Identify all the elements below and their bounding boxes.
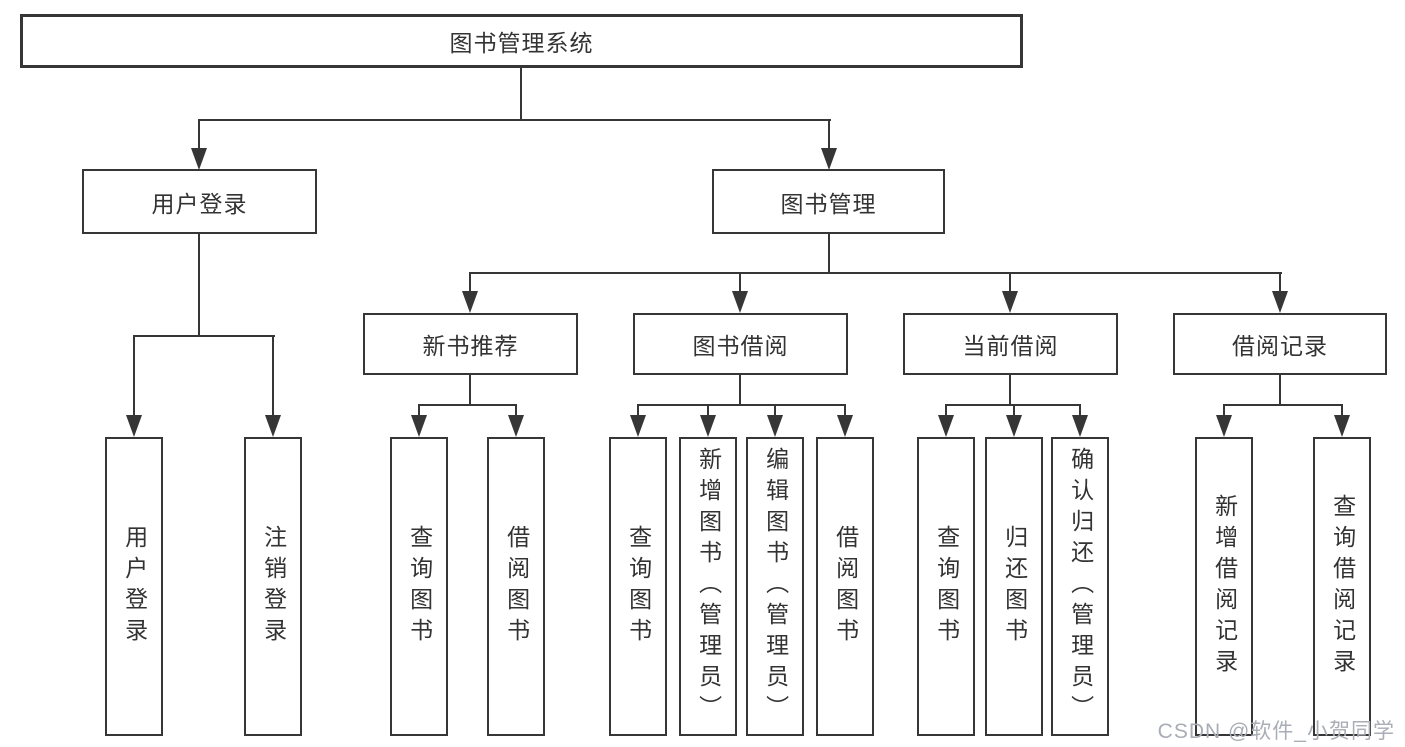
connector-drop <box>739 274 741 294</box>
node-label: 图书借阅 <box>692 333 789 359</box>
connector-drop <box>828 121 830 151</box>
leaf-add-books-admin: 新增图书（管理员） <box>679 437 737 736</box>
arrow-down-icon <box>938 415 954 437</box>
arrow-down-icon <box>1334 415 1350 437</box>
node-label: 归还图书 <box>1001 524 1028 649</box>
leaf-confirm-return-admin: 确认归还（管理员） <box>1051 437 1109 736</box>
node-label: 用户登录 <box>151 190 248 217</box>
connector-rail-user-login <box>133 335 275 337</box>
connector-stem-book-management <box>828 234 830 274</box>
arrow-down-icon <box>1272 291 1288 313</box>
connector-drop <box>945 406 947 418</box>
leaf-user-login: 用户登录 <box>105 437 163 736</box>
arrow-down-icon <box>191 148 207 170</box>
connector-rail-root <box>198 119 831 121</box>
connector-stem <box>1009 375 1011 406</box>
node-label: 查询图书 <box>933 524 960 649</box>
leaf-query-books-3: 查询图书 <box>917 437 975 736</box>
connector-drop <box>418 406 420 418</box>
arrow-down-icon <box>1006 415 1022 437</box>
node-label: 编辑图书（管理员） <box>762 447 789 726</box>
node-label: 查询图书 <box>406 524 433 649</box>
leaf-borrow-books-1: 借阅图书 <box>487 437 545 736</box>
arrow-down-icon <box>411 415 427 437</box>
node-library-management-system: 图书管理系统 <box>20 14 1023 68</box>
connector-stem <box>469 375 471 406</box>
arrow-down-icon <box>700 415 716 437</box>
node-label: 借阅记录 <box>1232 333 1328 359</box>
arrow-down-icon <box>126 415 142 437</box>
connector-stem-root <box>520 68 522 121</box>
node-label: 用户登录 <box>121 524 148 649</box>
connector-stem <box>1279 375 1281 406</box>
connector-rail <box>945 404 1081 406</box>
arrow-down-icon <box>767 415 783 437</box>
node-label: 查询图书 <box>625 524 652 649</box>
arrow-down-icon <box>508 415 524 437</box>
arrow-down-icon <box>462 291 478 313</box>
connector-rail-book-management <box>469 272 1282 274</box>
node-label: 图书管理系统 <box>449 30 594 56</box>
connector-drop <box>844 406 846 418</box>
node-label: 借阅图书 <box>832 524 859 649</box>
connector-drop <box>774 406 776 418</box>
leaf-query-books-1: 查询图书 <box>390 437 448 736</box>
node-label: 新增图书（管理员） <box>695 447 722 726</box>
arrow-down-icon <box>1072 415 1088 437</box>
node-book-borrowing: 图书借阅 <box>633 313 848 375</box>
connector-drop <box>1013 406 1015 418</box>
connector-drop <box>707 406 709 418</box>
arrow-down-icon <box>265 415 281 437</box>
connector-rail <box>418 404 517 406</box>
node-book-management: 图书管理 <box>712 169 945 234</box>
connector-drop <box>469 274 471 294</box>
node-user-login: 用户登录 <box>82 169 317 234</box>
node-label: 新增借阅记录 <box>1211 493 1238 680</box>
connector-rail <box>1223 404 1343 406</box>
connector-rail <box>637 404 846 406</box>
connector-drop <box>637 406 639 418</box>
node-current-borrowing: 当前借阅 <box>903 313 1118 375</box>
connector-stem-user-login <box>198 234 200 337</box>
connector-drop <box>272 337 274 417</box>
node-label: 图书管理 <box>780 190 877 217</box>
node-borrowing-records: 借阅记录 <box>1173 313 1387 375</box>
node-label: 查询借阅记录 <box>1329 493 1356 680</box>
arrow-down-icon <box>732 291 748 313</box>
arrow-down-icon <box>1002 291 1018 313</box>
node-label: 当前借阅 <box>962 333 1059 359</box>
connector-drop <box>133 337 135 417</box>
node-new-book-recommendation: 新书推荐 <box>363 313 578 375</box>
connector-drop <box>198 121 200 151</box>
watermark: CSDN @软件_小贺同学 <box>1157 720 1395 743</box>
arrow-down-icon <box>821 148 837 170</box>
leaf-return-books: 归还图书 <box>985 437 1043 736</box>
leaf-logout: 注销登录 <box>244 437 302 736</box>
leaf-query-borrow-record: 查询借阅记录 <box>1313 437 1371 736</box>
leaf-edit-books-admin: 编辑图书（管理员） <box>746 437 804 736</box>
node-label: 注销登录 <box>260 524 287 649</box>
connector-drop <box>1341 406 1343 418</box>
connector-stem <box>739 375 741 406</box>
node-label: 借阅图书 <box>503 524 530 649</box>
connector-drop <box>1279 274 1281 294</box>
arrow-down-icon <box>1216 415 1232 437</box>
leaf-add-borrow-record: 新增借阅记录 <box>1195 437 1253 736</box>
leaf-borrow-books-2: 借阅图书 <box>816 437 874 736</box>
arrow-down-icon <box>837 415 853 437</box>
leaf-query-books-2: 查询图书 <box>609 437 667 736</box>
connector-drop <box>515 406 517 418</box>
node-label: 确认归还（管理员） <box>1067 447 1094 726</box>
connector-drop <box>1223 406 1225 418</box>
node-label: 新书推荐 <box>422 333 519 359</box>
connector-drop <box>1009 274 1011 294</box>
arrow-down-icon <box>630 415 646 437</box>
connector-drop <box>1079 406 1081 418</box>
